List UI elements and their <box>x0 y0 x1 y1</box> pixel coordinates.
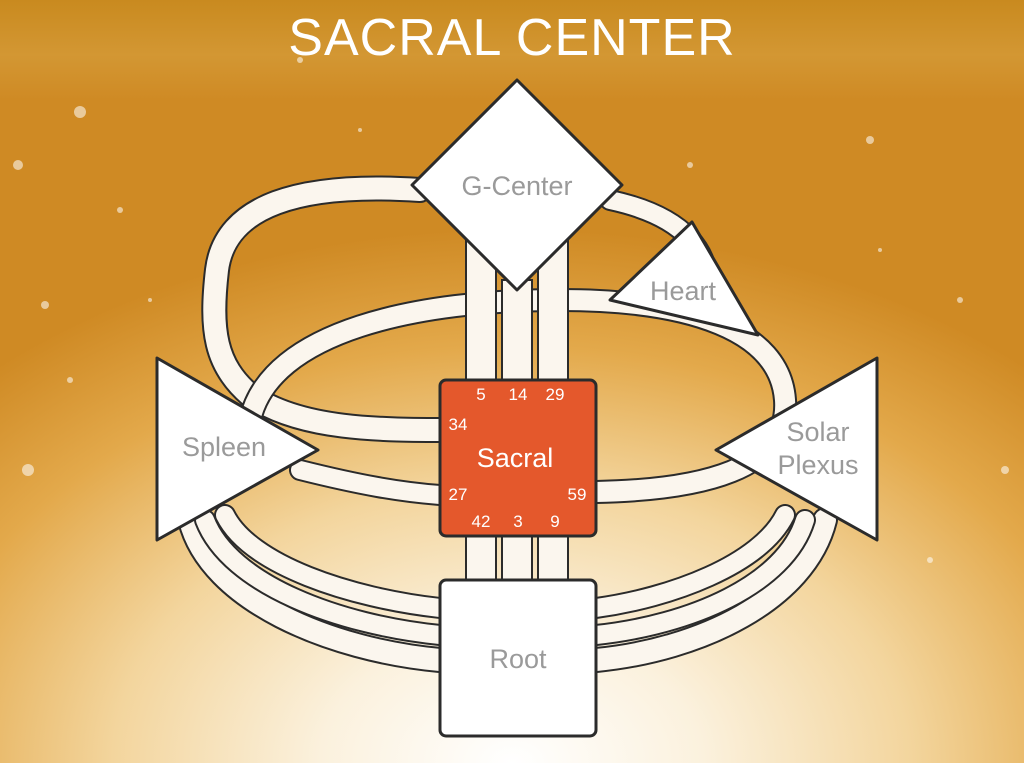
spleen-center[interactable]: Spleen <box>155 356 320 542</box>
gate-34: 34 <box>449 415 468 434</box>
gate-3: 3 <box>513 512 522 531</box>
sacral-center[interactable]: Sacral 5 14 29 34 27 59 42 3 9 <box>438 378 598 538</box>
gate-59: 59 <box>568 485 587 504</box>
gate-14: 14 <box>509 385 528 404</box>
heart-center[interactable]: Heart <box>608 220 760 337</box>
page-title: SACRAL CENTER <box>288 9 736 67</box>
gate-29: 29 <box>546 385 565 404</box>
root-center[interactable]: Root <box>438 578 598 738</box>
gate-42: 42 <box>472 512 491 531</box>
gate-5: 5 <box>476 385 485 404</box>
solar-plexus-center[interactable]: Solar Plexus <box>714 356 879 542</box>
g-center-label: G-Center <box>461 171 572 201</box>
heart-label: Heart <box>650 276 717 306</box>
g-center[interactable]: G-Center <box>410 78 624 292</box>
gate-9: 9 <box>550 512 559 531</box>
sparkles <box>13 57 1009 563</box>
spleen-label: Spleen <box>182 432 266 462</box>
root-label: Root <box>489 644 547 674</box>
sacral-label: Sacral <box>477 443 554 473</box>
solar-plexus-label-line1: Solar <box>786 417 849 447</box>
gate-27: 27 <box>449 485 468 504</box>
solar-plexus-label-line2: Plexus <box>777 450 858 480</box>
